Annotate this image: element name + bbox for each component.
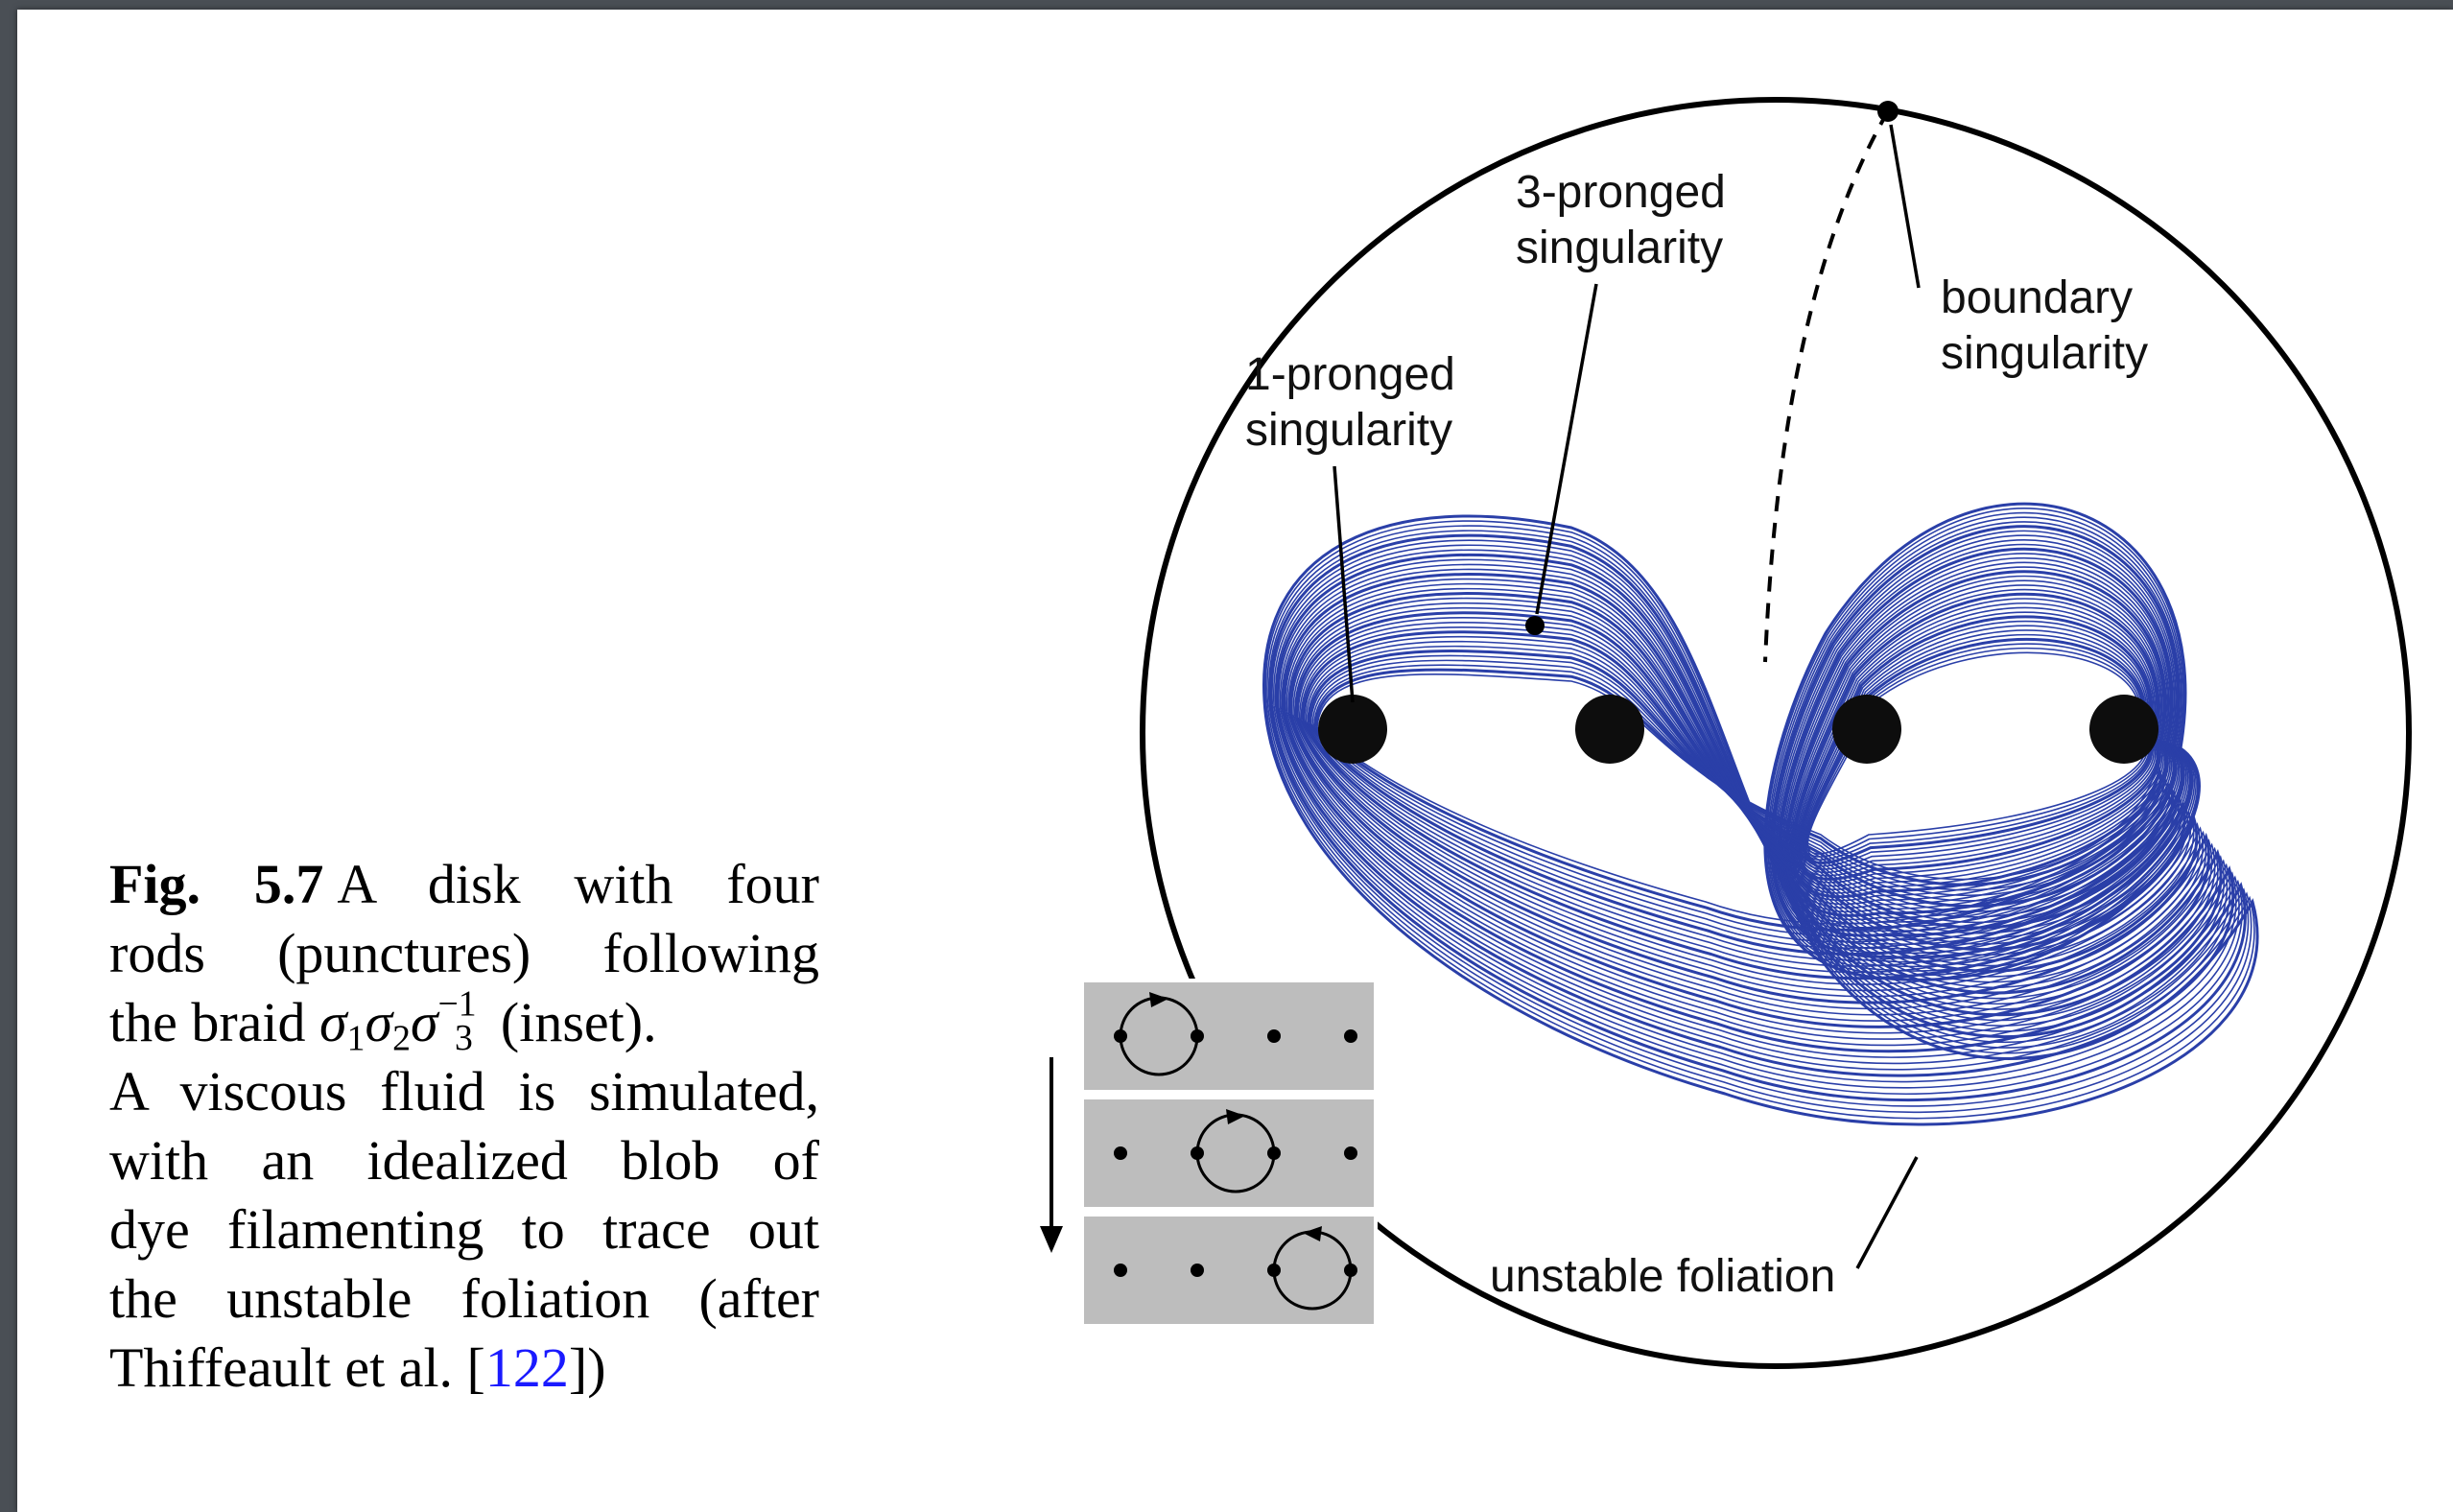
foliation-filament-left xyxy=(1262,514,2259,1126)
foliation-filament-right xyxy=(1774,534,2189,950)
dashed-separatrix xyxy=(1763,110,1890,663)
foliation-filament-right xyxy=(1770,521,2194,963)
braid-inset xyxy=(1040,979,1378,1324)
foliation-filament-left xyxy=(1294,611,2199,1004)
foliation-filament-left xyxy=(1273,544,2240,1089)
foliation-filament-right xyxy=(1784,570,2177,917)
foliation-filament-left xyxy=(1307,645,2177,961)
leader-one-pronged xyxy=(1333,465,1355,703)
leader-boundary xyxy=(1889,124,1921,289)
citation-link[interactable]: 122 xyxy=(484,1336,569,1399)
foliation-filament-right xyxy=(1800,625,2157,874)
foliation-filament-right xyxy=(1805,647,2149,858)
foliation-filament-left xyxy=(1301,630,2186,980)
foliation-filament-left xyxy=(1275,553,2235,1077)
foliation-filament-left xyxy=(1297,616,2195,998)
foliation-filament-left xyxy=(1290,597,2206,1022)
foliation-filament-left xyxy=(1303,635,2182,974)
leader-three-pronged xyxy=(1535,283,1598,615)
foliation-filament-left xyxy=(1313,668,2162,932)
foliation-filament-left xyxy=(1305,640,2180,967)
rod-4 xyxy=(2089,695,2158,764)
foliation-filament-right xyxy=(1804,643,2150,861)
foliation-filament-right xyxy=(1793,598,2166,894)
rod-2 xyxy=(1575,695,1644,764)
foliation-filament-left xyxy=(1312,664,2165,937)
caption-line-2: rods (punctures) following xyxy=(109,922,819,984)
foliation-filament-left xyxy=(1282,573,2223,1053)
label-boundary-1: boundary xyxy=(1941,272,2133,323)
foliation-filament-left xyxy=(1288,592,2210,1028)
arrowhead-icon xyxy=(1303,1226,1322,1241)
label-one-pronged-1: 1-pronged xyxy=(1245,349,1455,400)
foliation-filament-right xyxy=(1787,579,2173,910)
arrow-down-icon xyxy=(1040,1226,1063,1253)
foliation-filament-right xyxy=(1782,561,2180,925)
foliation-filament-left xyxy=(1274,549,2237,1083)
label-boundary-2: singularity xyxy=(1941,328,2148,379)
caption-line-6: dye filamenting to trace out xyxy=(109,1198,819,1261)
foliation-filament-right xyxy=(1778,547,2184,937)
foliation-filament-right xyxy=(1780,553,2182,933)
label-three-pronged-2: singularity xyxy=(1516,223,1723,273)
foliation-filament-left xyxy=(1284,578,2219,1047)
foliation-filament-right xyxy=(1803,637,2153,864)
foliation-filament-right xyxy=(1797,615,2160,881)
caption-line-7: the unstable foliation (after xyxy=(109,1267,819,1330)
foliation-filament-left xyxy=(1292,602,2204,1016)
foliation-filament-right xyxy=(1799,620,2158,877)
leader-unstable xyxy=(1855,1156,1919,1269)
disk-figure: 3-pronged singularity 1-pronged singular… xyxy=(1040,97,2412,1369)
foliation-filament-right xyxy=(1801,629,2155,870)
inset-panel-1 xyxy=(1084,982,1374,1090)
caption-line-8: Thiffeault et al. [122]) xyxy=(109,1336,606,1399)
foliation-filament-left xyxy=(1298,621,2192,992)
foliation-filament-right xyxy=(1771,525,2193,959)
foliation-filament-left xyxy=(1311,659,2168,943)
label-one-pronged-2: singularity xyxy=(1245,405,1452,456)
foliation-filament-right xyxy=(1797,611,2161,884)
three-pronged-point xyxy=(1525,616,1545,635)
foliation-filament-left xyxy=(1316,673,2158,925)
braid-word: σ1σ2σ−13 xyxy=(319,983,477,1059)
unstable-foliation-curves xyxy=(1262,502,2259,1126)
caption-line-3: the braid σ1σ2σ−13 (inset). xyxy=(109,983,657,1059)
rod-1 xyxy=(1318,695,1387,764)
foliation-filament-right xyxy=(1795,606,2163,887)
caption-line-5: with an idealized blob of xyxy=(109,1129,819,1192)
foliation-filament-right xyxy=(1794,602,2164,890)
arrowhead-icon xyxy=(1149,992,1168,1007)
foliation-filament-right xyxy=(1806,651,2147,855)
foliation-filament-right xyxy=(1767,511,2197,972)
rod-3 xyxy=(1832,695,1901,764)
foliation-filament-left xyxy=(1309,654,2171,949)
foliation-filament-left xyxy=(1281,568,2225,1058)
foliation-filament-right xyxy=(1765,508,2199,977)
label-three-pronged-1: 3-pronged xyxy=(1516,167,1726,218)
inset-panel-3 xyxy=(1084,1217,1374,1324)
caption-line-4: A viscous fluid is simulated, xyxy=(109,1060,819,1122)
figure-label: Fig. 5.7 xyxy=(109,853,324,915)
arrowhead-icon xyxy=(1226,1109,1245,1124)
label-unstable-foliation: unstable foliation xyxy=(1490,1251,1835,1302)
disk-boundary xyxy=(1140,97,2412,1369)
